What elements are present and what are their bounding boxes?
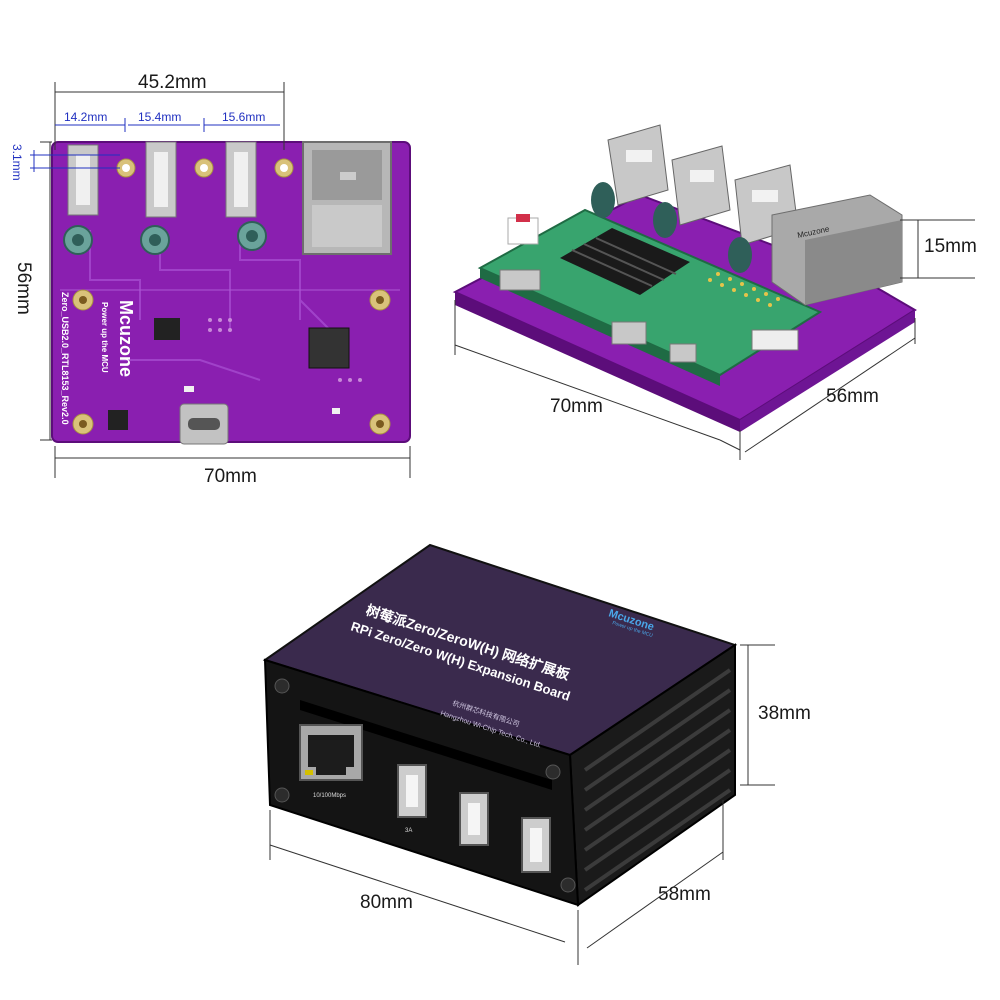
case-ethernet-label: 10/100Mbps bbox=[313, 793, 346, 799]
dim-iso-depth: 56mm bbox=[826, 386, 879, 407]
top-board-blue-dimension-lines bbox=[30, 118, 280, 172]
aluminum-case bbox=[262, 543, 738, 907]
board-tagline-text: Power up the MCU bbox=[100, 302, 109, 373]
dim-top-height: 56mm bbox=[13, 262, 34, 315]
usb-a-connectors bbox=[67, 141, 257, 218]
top-view-board: Mcuzone Power up the MCU Zero_USB2.0_RTL… bbox=[51, 141, 411, 445]
top-board-dimension-lines bbox=[40, 82, 411, 478]
dim-offset: 3.1mm bbox=[10, 144, 24, 181]
dim-total-width: 45.2mm bbox=[138, 72, 207, 93]
ethernet-jack bbox=[302, 141, 392, 255]
case-usb-label: 3A bbox=[405, 828, 412, 834]
dim-iso-height: 15mm bbox=[924, 236, 977, 257]
isometric-board: Mcuzone bbox=[452, 124, 917, 432]
board-model-text: Zero_USB2.0_RTL8153_Rev2.0 bbox=[60, 292, 70, 425]
dim-iso-length: 70mm bbox=[550, 396, 603, 417]
dim-case-height: 38mm bbox=[758, 703, 811, 724]
dim-case-length: 80mm bbox=[360, 892, 413, 913]
iso-dimension-lines bbox=[454, 219, 975, 460]
dim-spacing-1: 14.2mm bbox=[64, 110, 108, 124]
dim-case-depth: 58mm bbox=[658, 884, 711, 905]
board-brand-text: Mcuzone bbox=[116, 300, 136, 377]
dim-top-width: 70mm bbox=[204, 466, 257, 487]
dim-spacing-2: 15.4mm bbox=[138, 110, 182, 124]
dim-spacing-3: 15.6mm bbox=[222, 110, 266, 124]
case-dimension-lines bbox=[269, 644, 775, 965]
